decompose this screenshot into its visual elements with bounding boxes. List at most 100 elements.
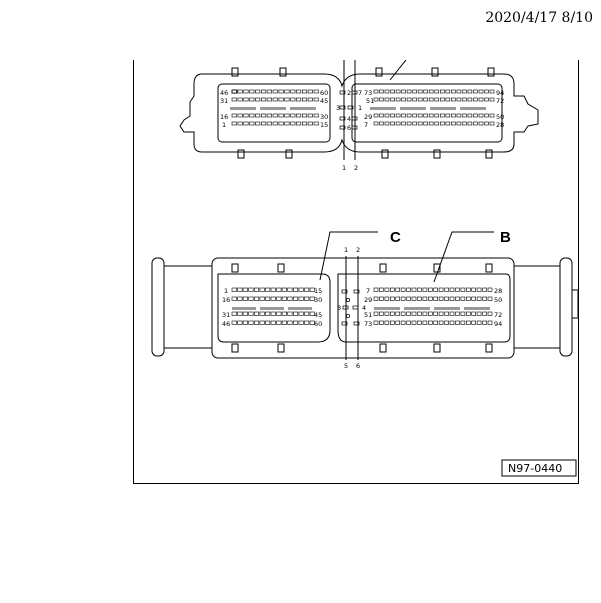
pin-socket bbox=[384, 287, 390, 292]
pin-socket bbox=[478, 121, 484, 126]
callout-c-label: C bbox=[390, 229, 401, 246]
pin-socket bbox=[445, 89, 451, 94]
pin-socket bbox=[395, 287, 401, 292]
pin-label: 94 bbox=[494, 320, 502, 328]
pin-socket bbox=[313, 113, 319, 118]
pin-socket bbox=[259, 296, 265, 301]
pin-socket bbox=[255, 113, 261, 118]
pin-socket bbox=[434, 113, 440, 118]
pin-socket bbox=[400, 320, 406, 325]
pin-socket bbox=[406, 296, 411, 301]
pin-socket bbox=[265, 320, 271, 325]
pin-socket bbox=[439, 113, 445, 118]
pin-socket bbox=[265, 311, 271, 316]
pin-socket bbox=[395, 89, 401, 94]
pin-socket bbox=[412, 89, 418, 94]
pin-socket bbox=[412, 121, 418, 126]
pin-socket bbox=[433, 320, 439, 325]
pin-socket bbox=[270, 296, 276, 301]
pin-socket bbox=[384, 97, 390, 102]
pin-socket bbox=[465, 311, 471, 316]
pin-socket bbox=[456, 97, 462, 102]
pin-socket bbox=[270, 287, 276, 292]
pin-socket bbox=[406, 89, 412, 94]
pin-label: 6 bbox=[347, 124, 351, 132]
pin-socket bbox=[476, 287, 482, 292]
pin-socket bbox=[389, 320, 395, 325]
bottom-connector bbox=[151, 231, 579, 360]
pin-socket bbox=[231, 311, 237, 316]
pin-label: 15 bbox=[320, 121, 328, 129]
pin-label: 60 bbox=[314, 320, 322, 328]
pin-label: 51 bbox=[364, 311, 372, 319]
pin-socket bbox=[445, 113, 451, 118]
pin-socket bbox=[434, 121, 440, 126]
pin-socket bbox=[373, 320, 379, 325]
pin-socket bbox=[296, 89, 302, 94]
pin-socket bbox=[411, 320, 417, 325]
pin-socket bbox=[462, 121, 467, 126]
pin-socket bbox=[467, 113, 473, 118]
pin-socket bbox=[406, 320, 411, 325]
pin-socket bbox=[471, 311, 477, 316]
pin-socket bbox=[465, 296, 471, 301]
pin-socket bbox=[384, 121, 390, 126]
pin-label: 31 bbox=[220, 97, 228, 105]
pin-label: 15 bbox=[314, 287, 322, 295]
pin-socket bbox=[284, 97, 290, 102]
pin-socket bbox=[422, 296, 428, 301]
pin-socket bbox=[384, 89, 390, 94]
pin-socket bbox=[444, 296, 449, 301]
pin-socket bbox=[389, 311, 395, 316]
top-key-bars bbox=[230, 107, 486, 110]
pin-socket bbox=[231, 113, 237, 118]
pin-socket bbox=[439, 97, 445, 102]
pin-socket bbox=[444, 320, 449, 325]
pin-socket bbox=[467, 97, 473, 102]
pin-socket bbox=[422, 287, 428, 292]
pin-socket bbox=[287, 287, 293, 292]
pin-socket bbox=[389, 296, 395, 301]
pin-socket bbox=[450, 121, 456, 126]
pin-socket bbox=[254, 320, 260, 325]
pin-socket bbox=[445, 121, 451, 126]
pin-label: 30 bbox=[314, 296, 322, 304]
pin-label: 29 bbox=[364, 296, 372, 304]
pin-socket bbox=[287, 320, 293, 325]
pin-socket bbox=[434, 89, 440, 94]
pin-socket bbox=[276, 296, 282, 301]
pin-socket bbox=[281, 311, 287, 316]
pin-socket bbox=[242, 296, 248, 301]
pin-socket bbox=[373, 121, 379, 126]
pin-socket bbox=[259, 320, 265, 325]
pin-socket bbox=[379, 97, 384, 102]
pin-socket bbox=[278, 89, 284, 94]
pin-socket bbox=[265, 296, 271, 301]
pin-socket bbox=[272, 89, 278, 94]
bottom-right-pins bbox=[373, 287, 493, 325]
pin-socket bbox=[248, 320, 254, 325]
top-left-pins bbox=[231, 89, 319, 126]
pin-socket bbox=[484, 89, 489, 94]
pin-socket bbox=[438, 296, 444, 301]
pin-socket bbox=[384, 113, 390, 118]
pin-socket bbox=[484, 97, 489, 102]
bottom-center-pins bbox=[341, 289, 360, 326]
pin-socket bbox=[400, 287, 406, 292]
pin-socket bbox=[243, 121, 249, 126]
pin-socket bbox=[254, 287, 260, 292]
pin-socket bbox=[296, 97, 302, 102]
pin-socket bbox=[278, 97, 284, 102]
pin-socket bbox=[284, 89, 290, 94]
pin-label: 73 bbox=[364, 89, 372, 97]
top-connector bbox=[179, 59, 539, 160]
pin-socket bbox=[304, 287, 310, 292]
pin-socket bbox=[309, 311, 315, 316]
pin-socket bbox=[406, 97, 412, 102]
pin-socket bbox=[379, 311, 384, 316]
pin-socket bbox=[307, 113, 313, 118]
pin-socket bbox=[400, 311, 406, 316]
pin-socket bbox=[231, 89, 237, 94]
pin-socket bbox=[423, 89, 429, 94]
pin-socket bbox=[242, 287, 248, 292]
